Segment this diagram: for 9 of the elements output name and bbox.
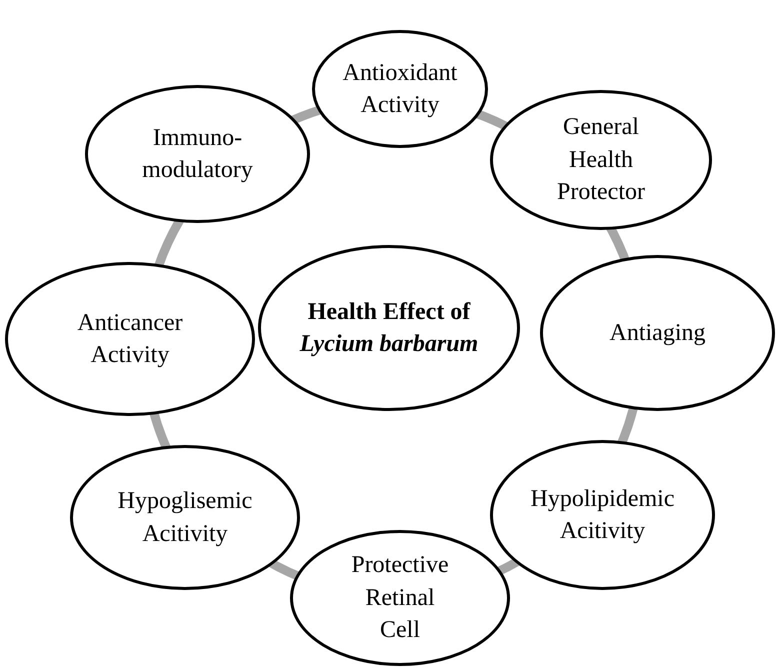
node-label: General Health Protector <box>556 113 646 208</box>
node-label: Antiaging <box>610 318 706 348</box>
node-label: Antioxidant Activity <box>342 58 458 120</box>
node-label: Hypolipidemic Acitivity <box>530 484 676 546</box>
node-label: Hypoglisemic Acitivity <box>116 487 254 548</box>
node-label: Protective Retinal Cell <box>350 551 450 646</box>
node-label: Health Effect of Lycium barbarum <box>298 298 480 359</box>
node-label: Immuno- modulatory <box>141 124 254 185</box>
node-label: Anticancer Activity <box>76 308 184 370</box>
